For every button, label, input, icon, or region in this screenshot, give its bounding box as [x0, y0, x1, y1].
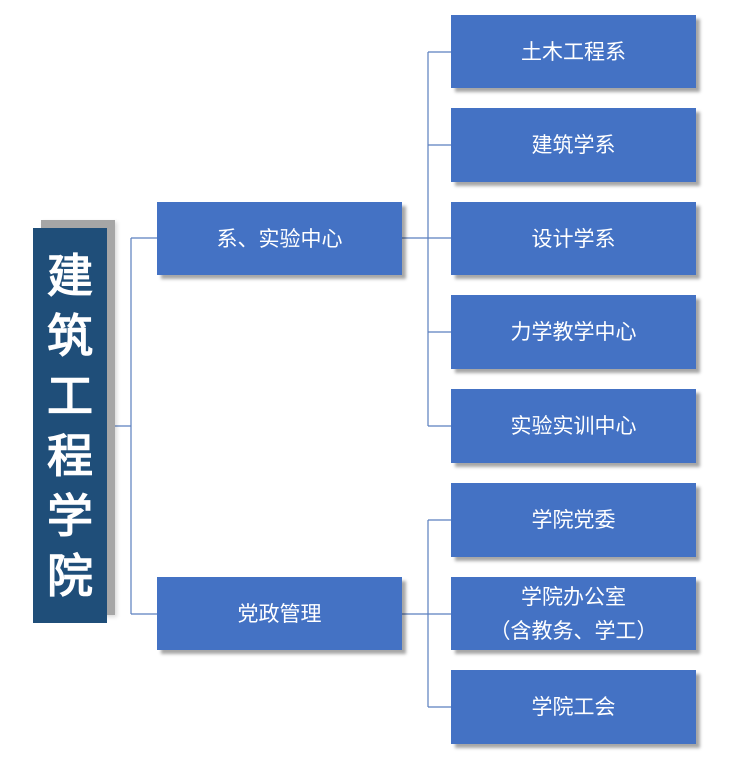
root-title-char: 建 — [47, 248, 93, 303]
root-title-char: 院 — [47, 548, 93, 603]
node-label: 土木工程系 — [521, 39, 626, 64]
root-title-char: 工 — [47, 368, 93, 423]
node-label: 学院工会 — [531, 695, 616, 719]
node-label: 学院党委 — [531, 508, 616, 532]
node-label: 力学教学中心 — [510, 320, 637, 344]
node-labor-union: 学院工会 — [451, 670, 696, 744]
branch-departments-labs: 系、实验中心 — [157, 202, 402, 275]
node-civil-engineering: 土木工程系 — [451, 15, 696, 88]
node-architecture: 建筑学系 — [451, 108, 696, 182]
node-label: 设计学系 — [531, 226, 616, 251]
branch-party-admin: 党政管理 — [157, 577, 402, 650]
node-label: 学院办公室 — [521, 584, 626, 609]
node-mechanics-center: 力学教学中心 — [451, 295, 696, 369]
node-school-office: 学院办公室 （含教务、学工） — [451, 577, 696, 650]
branch-label: 系、实验中心 — [216, 226, 343, 251]
root-title-char: 程 — [47, 428, 93, 483]
node-label: 建筑学系 — [531, 133, 616, 157]
root-title-char: 筑 — [47, 308, 93, 363]
node-design: 设计学系 — [451, 202, 696, 275]
branch-label: 党政管理 — [237, 601, 322, 626]
node-label-note: （含教务、学工） — [489, 618, 658, 643]
node-lab-training-center: 实验实训中心 — [451, 389, 696, 463]
root-node-school: 建 筑 工 程 学 院 — [33, 228, 107, 623]
node-label: 实验实训中心 — [510, 414, 637, 438]
root-title-char: 学 — [47, 488, 93, 543]
node-party-committee: 学院党委 — [451, 483, 696, 557]
